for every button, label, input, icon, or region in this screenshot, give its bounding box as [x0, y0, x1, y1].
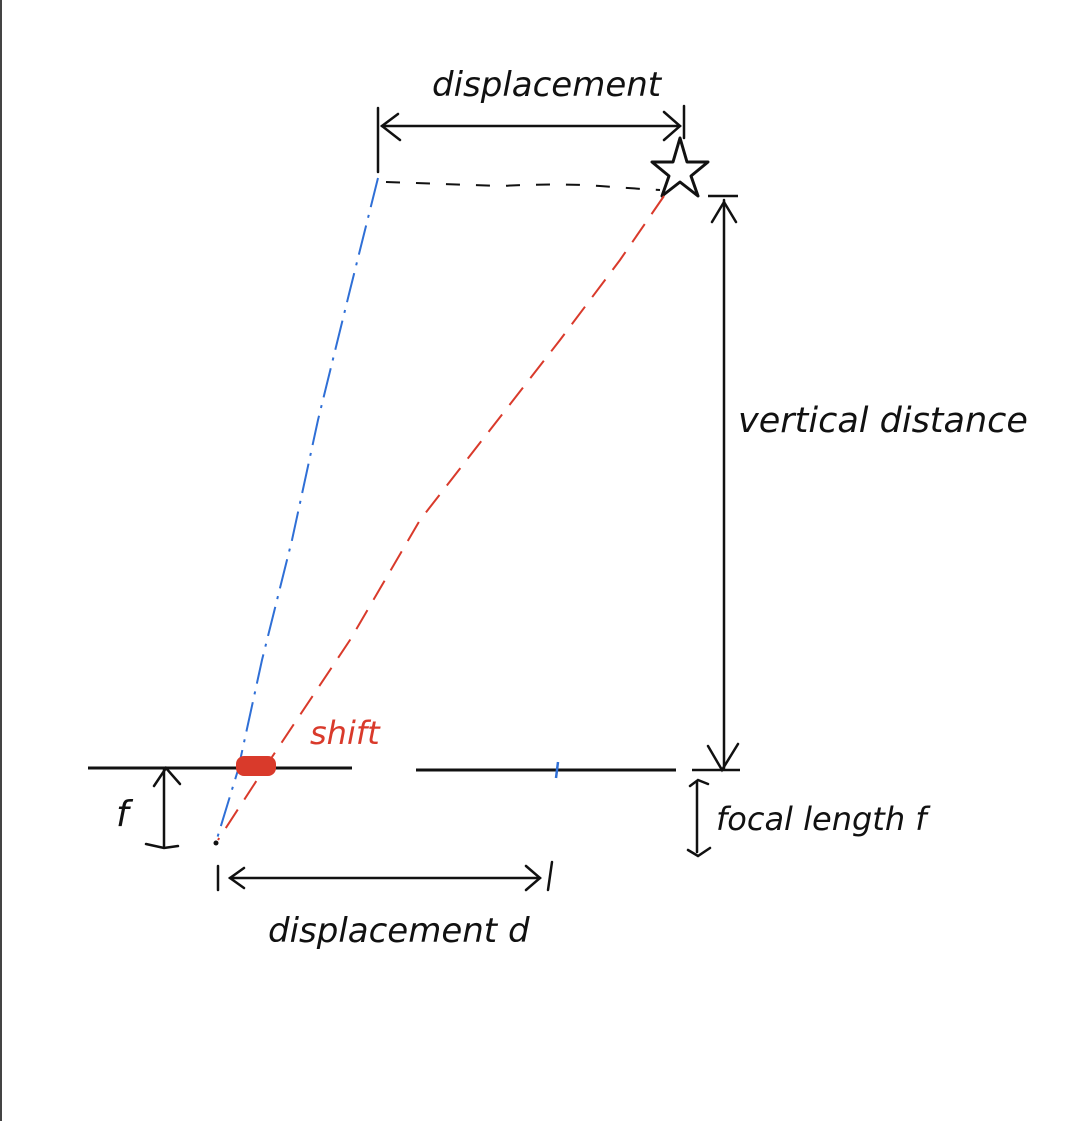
f-left-label: f: [116, 794, 134, 835]
vertical-distance-label: vertical distance: [738, 401, 1028, 441]
vertical-distance-arrow: [706, 198, 740, 773]
displacement-top-label: displacement: [432, 65, 663, 105]
top-displacement-arrow: [376, 104, 686, 174]
focal-length-label: focal length f: [716, 800, 931, 838]
bottom-displacement-arrow: [216, 860, 554, 892]
shift-marker: [236, 756, 276, 776]
focal-point: [213, 840, 219, 846]
focal-length-arrow: [686, 778, 712, 858]
blue-center-tick: [554, 761, 560, 779]
left-f-arrow: [144, 765, 182, 850]
displacement-d-label: displacement d: [268, 911, 530, 951]
top-dashed-line: [385, 181, 661, 191]
star-icon: [650, 136, 710, 198]
red-ray: [217, 195, 665, 841]
shift-label: shift: [310, 714, 381, 752]
